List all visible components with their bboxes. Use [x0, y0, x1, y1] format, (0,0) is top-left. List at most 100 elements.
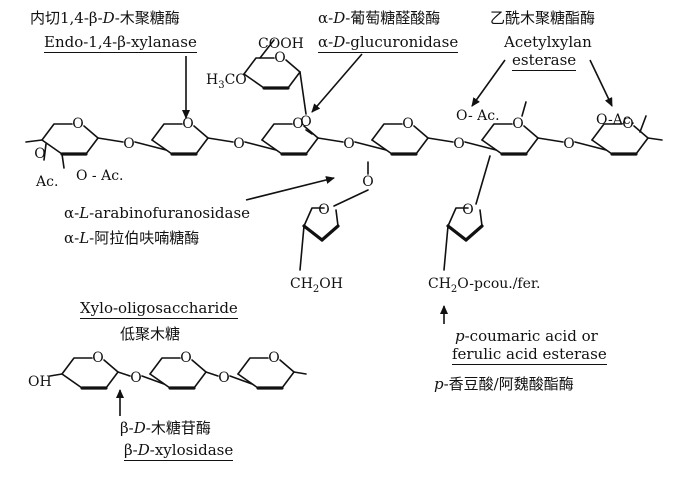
chain-end-bond [293, 371, 307, 375]
glycosidic-oxygen: O [130, 370, 141, 386]
xylan-ring-1-upper [41, 123, 73, 141]
oligo-ring-2-lower [149, 371, 207, 389]
arabinose-ring-2-front-bond [464, 224, 484, 242]
xylan-ring-3-lower [261, 137, 319, 155]
glycosidic-bond [317, 137, 344, 143]
xylan-ring-5-upper [481, 123, 513, 141]
glucuronic-ring-upper-right [285, 59, 301, 73]
coumaric-esterase-zh-label: p-香豆酸/阿魏酸酯酶 [434, 375, 574, 393]
xylan-ring-4-lower [371, 137, 429, 155]
hydroxyl-bond [49, 373, 63, 377]
acetyl-bond [639, 115, 647, 133]
xylan-ring-5-ring-oxygen: O [512, 116, 523, 132]
xylan-ring-4-upper [371, 123, 403, 141]
oligo-ring-2-upper-right [191, 359, 207, 373]
oligo-ring-3-upper [237, 357, 269, 375]
glycosidic-bond [134, 141, 167, 151]
glycosidic-bond [244, 141, 277, 151]
glycosidic-oxygen: O [218, 370, 229, 386]
oligo-ring-1-lower [61, 371, 119, 389]
glycosidic-oxygen: O [233, 136, 244, 152]
glycosidic-bond [464, 141, 497, 151]
glucuronidase-arrow [311, 53, 363, 113]
h3co-label: H3CO [206, 72, 247, 91]
arabinose-ring-2-upper [447, 207, 469, 227]
arabinose-ring-1-upper [303, 207, 325, 227]
o-acetyl-label-left: O - Ac. [76, 168, 124, 184]
arabinose-ring-2-ring-oxygen: O [462, 202, 473, 218]
coumaric-esterase-en-line1: p-coumaric acid or [455, 327, 598, 345]
glycosidic-bond [229, 375, 253, 385]
arabinose-link-bond [333, 189, 369, 207]
hydroxymethyl-bond [299, 225, 305, 271]
acetylxylan-esterase-arrow-left [471, 59, 506, 107]
endoxylanase-zh-label: 内切1,4-β-D-木聚糖酶 [30, 9, 180, 27]
glucuronic-ring-upper [243, 57, 275, 75]
ch2o-pcou-label: CH2O-pcou./fer. [428, 276, 541, 295]
glucuronic-link-bond [305, 129, 313, 135]
acetylxylan-esterase-zh-label: 乙酰木聚糖酯酶 [490, 9, 596, 27]
glycosidic-bond [207, 137, 234, 143]
ch2oh-label: CH2OH [290, 276, 343, 295]
arabinofuranosidase-zh-label: α-L-阿拉伯呋喃糖酶 [64, 229, 200, 247]
oligo-ring-2-ring-oxygen: O [180, 350, 191, 366]
oligo-ring-1-upper [61, 357, 93, 375]
xylan-ring-5-lower [481, 137, 539, 155]
oligo-ring-2-upper [149, 357, 181, 375]
glycosidic-bond [427, 137, 454, 143]
xylan-ring-2-upper [151, 123, 183, 141]
arabinose-ring-2-front-bond [446, 224, 468, 242]
acetyl-bond [61, 153, 65, 169]
glucuronic-ring-ring-oxygen: O [274, 50, 285, 66]
glycosidic-oxygen: O [343, 136, 354, 152]
coumaric-esterase-en-line2: ferulic acid esterase [452, 345, 607, 365]
cooh-label: COOH [258, 36, 304, 52]
xylan-ring-2-ring-oxygen: O [182, 116, 193, 132]
xylan-ring-3-ring-oxygen: O [292, 116, 303, 132]
endoxylanase-en-label: Endo-1,4-β-xylanase [44, 33, 197, 53]
oh-label: OH [28, 374, 52, 390]
chain-end-bond [25, 139, 43, 143]
glycosidic-bond [205, 371, 219, 377]
xylan-ring-1-upper-right [83, 125, 99, 139]
glycosidic-bond [117, 371, 131, 377]
xylosidase-zh-label: β-D-木糖苷酶 [120, 419, 211, 437]
glycosidic-bond [354, 141, 387, 151]
xylo-oligosaccharide-en-label: Xylo-oligosaccharide [80, 299, 238, 319]
xylan-ring-4-upper-right [413, 125, 429, 139]
acetyl-label-left: Ac. [36, 174, 59, 190]
xylan-ring-6-lower [591, 137, 649, 155]
o-acetyl-label-top: O- Ac. [456, 108, 500, 124]
glucuronidase-zh-label: α-D-葡萄糖醛酸酶 [318, 9, 441, 27]
glycosidic-bond [574, 141, 607, 151]
oligo-ring-3-upper-right [279, 359, 295, 373]
arabinose-link-oxygen: O [362, 174, 373, 190]
glycosidic-bond [537, 137, 564, 143]
oligo-ring-3-lower [237, 371, 295, 389]
acetyl-bond [43, 143, 47, 161]
acetylxylan-esterase-arrow-right [589, 59, 613, 107]
glucuronidase-en-label: α-D-glucuronidase [318, 33, 459, 53]
arabinose-link-bond [475, 155, 491, 205]
xylan-ring-1-lower [41, 137, 99, 155]
xylan-ring-6-upper [591, 123, 623, 141]
o-acetyl-label-right: O-Ac. [596, 112, 636, 128]
xylo-oligosaccharide-zh-label: 低聚木糖 [120, 325, 181, 343]
xylan-ring-1-ring-oxygen: O [72, 116, 83, 132]
glycosidic-bond [141, 375, 165, 385]
arabinofuranosidase-en-label: α-L-arabinofuranosidase [64, 204, 251, 222]
arabinose-ring-1-ring-oxygen: O [318, 202, 329, 218]
oligo-ring-3-ring-oxygen: O [268, 350, 279, 366]
xylan-ring-4-ring-oxygen: O [402, 116, 413, 132]
xylan-ring-2-lower [151, 137, 209, 155]
xylan-ring-3-upper-right [303, 125, 319, 139]
acetyl-oxygen: O [34, 146, 45, 162]
chain-end-bond [647, 137, 663, 141]
arabinofuranosidase-arrow [245, 176, 335, 201]
xylan-ring-5-upper-right [523, 125, 539, 139]
xylan-ring-2-upper-right [193, 125, 209, 139]
oligo-ring-1-upper-right [103, 359, 119, 373]
glucuronic-link-bond [299, 71, 307, 115]
glycosidic-oxygen: O [123, 136, 134, 152]
